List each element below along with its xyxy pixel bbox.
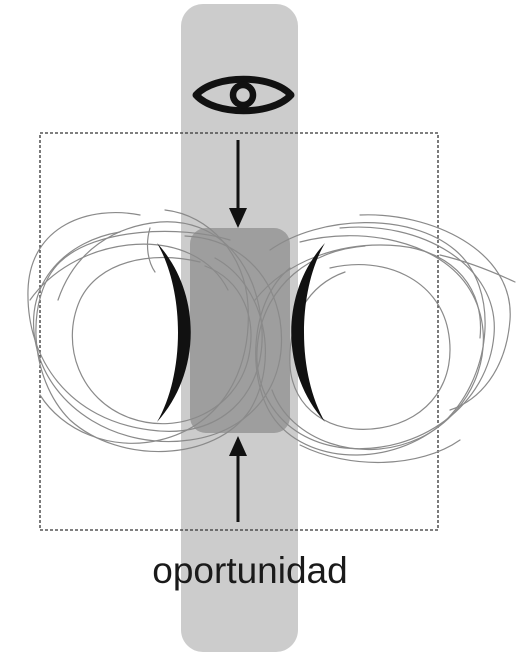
caption-text: oportunidad xyxy=(152,550,347,591)
dashed-frame xyxy=(39,132,439,531)
left-scribble xyxy=(27,209,282,453)
eye-icon xyxy=(192,75,295,115)
left-bracket-icon xyxy=(157,243,191,422)
center-block xyxy=(190,228,290,433)
arrow-down-icon xyxy=(229,140,247,228)
arrow-up-icon xyxy=(229,436,247,522)
right-bracket-icon xyxy=(291,243,325,422)
